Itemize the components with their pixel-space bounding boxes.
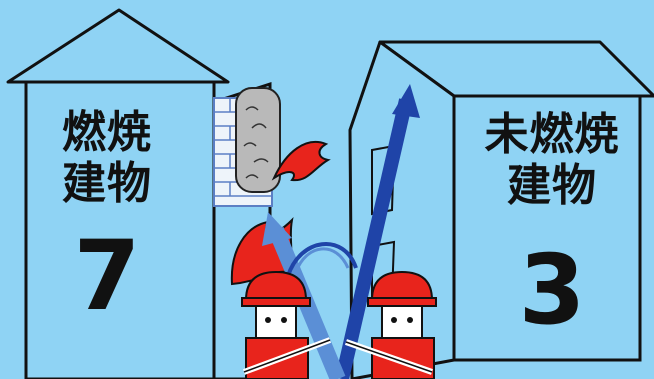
water-stream-arrowhead bbox=[262, 212, 292, 246]
unburned-building-label-line2: 建物 bbox=[507, 159, 597, 211]
flame-icon bbox=[271, 141, 331, 182]
brick-wall bbox=[213, 87, 281, 207]
water-spray-arc bbox=[294, 247, 350, 273]
unburned-building-count: 3 bbox=[518, 234, 586, 346]
water-stream-arrow bbox=[335, 98, 413, 379]
firefighter-face bbox=[255, 305, 297, 341]
firefighter-face bbox=[381, 305, 423, 341]
firefighter-helmet-brim bbox=[241, 297, 311, 307]
firefighter-hose-outline bbox=[243, 339, 331, 373]
firefighter-helmet bbox=[370, 270, 434, 301]
firefighter-helmet bbox=[244, 270, 308, 301]
smoke-icon bbox=[235, 87, 281, 193]
firefighter-helmet-brim bbox=[367, 297, 437, 307]
firefighter-icon bbox=[345, 270, 437, 379]
firefighter-icon bbox=[241, 270, 332, 379]
burning-building-wall bbox=[24, 80, 216, 379]
unburned-building-label-line1: 未燃焼 bbox=[484, 109, 620, 160]
burning-building-label-line1: 燃焼 bbox=[62, 107, 152, 158]
burning-building-count: 7 bbox=[73, 220, 141, 332]
unburned-building-label: 未燃焼 建物 bbox=[456, 109, 648, 211]
firefighter-eye bbox=[407, 317, 413, 323]
firefighter-eye bbox=[391, 317, 397, 323]
firefighter-eye bbox=[281, 317, 287, 323]
firefighter-body bbox=[371, 337, 435, 379]
firefighter-eye bbox=[265, 317, 271, 323]
burning-building-label: 燃焼 建物 bbox=[32, 107, 182, 209]
burning-building-label-line2: 建物 bbox=[62, 157, 152, 209]
smoke-texture bbox=[243, 106, 269, 179]
water-stream-arrowhead bbox=[392, 84, 420, 118]
firefighter-hose-outline bbox=[345, 341, 433, 373]
water-spray-arc bbox=[286, 242, 358, 277]
